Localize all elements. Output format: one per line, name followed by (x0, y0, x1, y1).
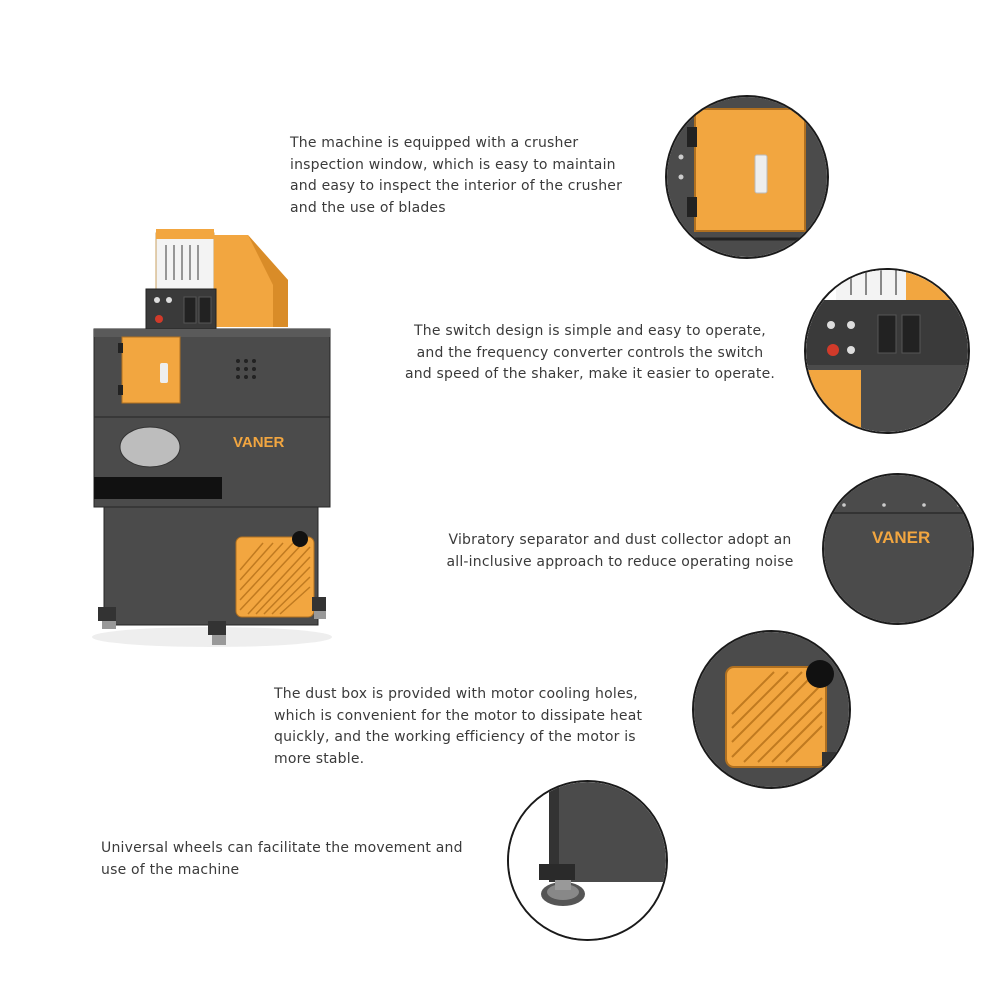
detail-brand-text: VANER (872, 528, 930, 547)
caption-inspection-window: The machine is equipped with a crusher i… (290, 135, 623, 216)
control-panel-detail (804, 268, 970, 434)
caster-wheel-detail (507, 780, 668, 941)
caption-wheels: Universal wheels can facilitate the move… (101, 840, 463, 878)
machine-brand-text: VANER (233, 434, 285, 451)
caption-separator: Vibratory separator and dust collector a… (446, 532, 794, 570)
caption-dust-box: The dust box is provided with motor cool… (274, 686, 643, 767)
cooling-vent-detail (692, 630, 851, 789)
machine-illustration: VANER (88, 225, 336, 665)
caption-switch-design: The switch design is simple and easy to … (404, 323, 776, 382)
separator-logo-detail: VANER (822, 473, 974, 625)
inspection-door-detail (665, 95, 829, 259)
